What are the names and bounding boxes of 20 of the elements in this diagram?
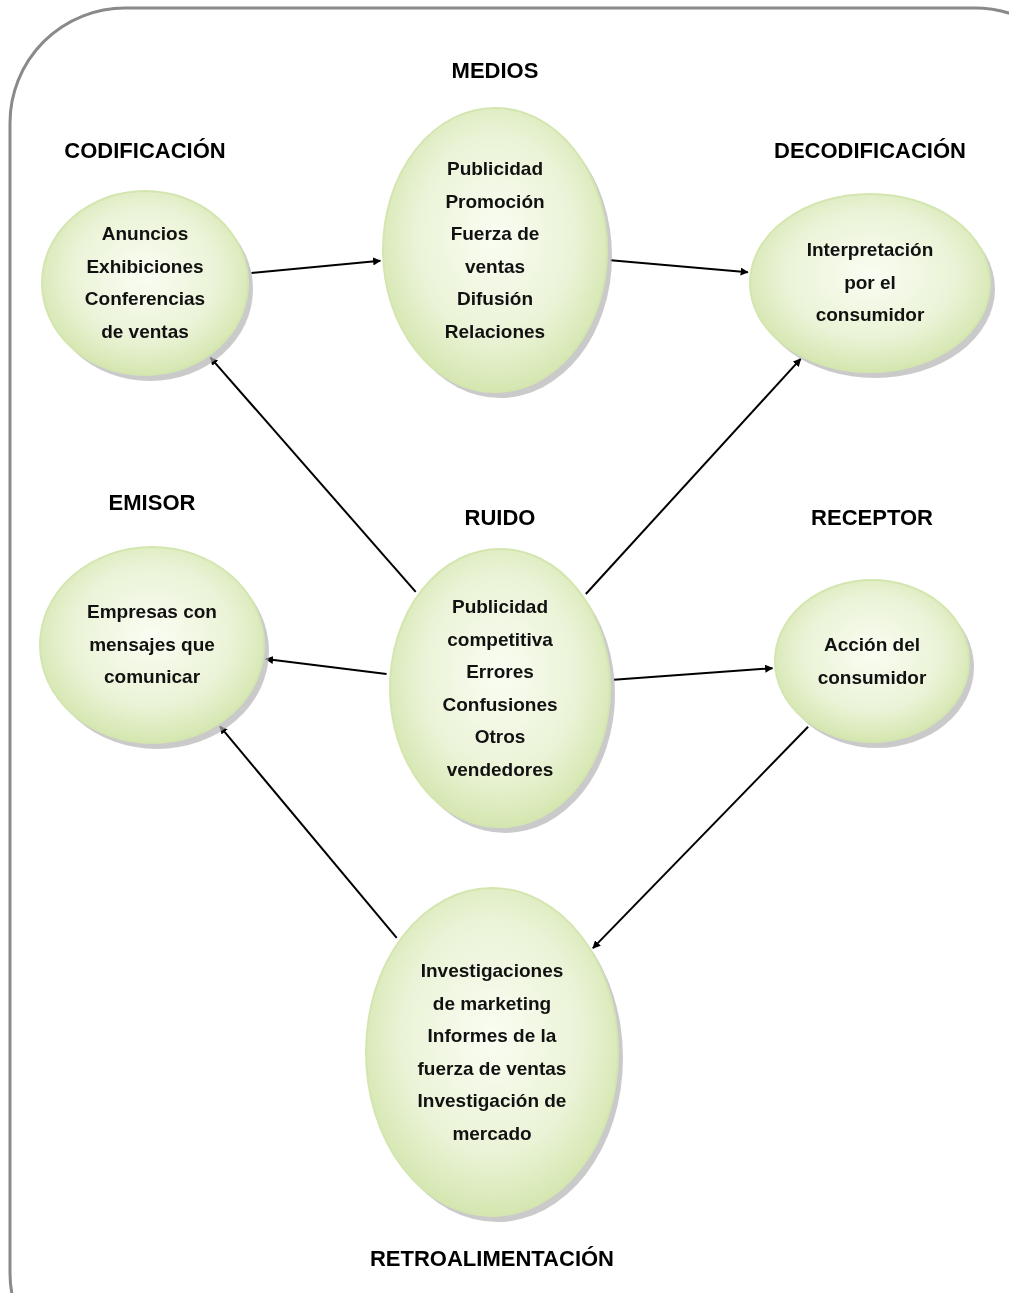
arrow [612, 664, 774, 681]
node-text: Interpretación por el consumidor [805, 238, 935, 328]
node-heading: DECODIFICACIÓN [773, 138, 967, 164]
node-heading: RETROALIMENTACIÓN [369, 1246, 615, 1272]
node-heading: RUIDO [463, 505, 537, 531]
node-text: Investigaciones de marketing Informes de la fuerza de ventas Investigación de mercado [416, 958, 568, 1145]
node-heading: EMISOR [107, 490, 197, 516]
node-text: Publicidad Promoción Fuerza de ventas Difusión Relaciones [443, 156, 547, 343]
arrow [584, 357, 802, 596]
node-heading: CODIFICACIÓN [63, 138, 227, 164]
arrow [609, 259, 749, 276]
arrow [219, 725, 398, 939]
arrow [591, 725, 810, 950]
node-text: Acción del consumidor [816, 632, 928, 689]
node-heading: RECEPTOR [810, 505, 934, 531]
node-heading: MEDIOS [450, 58, 540, 84]
node-text: Anuncios Exhibiciones Conferencias de ventas [83, 222, 207, 344]
arrow [250, 257, 382, 274]
node-text: Empresas con mensajes que comunicar [86, 600, 218, 690]
node-text: Publicidad competitiva Errores Confusiones Otros vendedores [441, 594, 559, 781]
